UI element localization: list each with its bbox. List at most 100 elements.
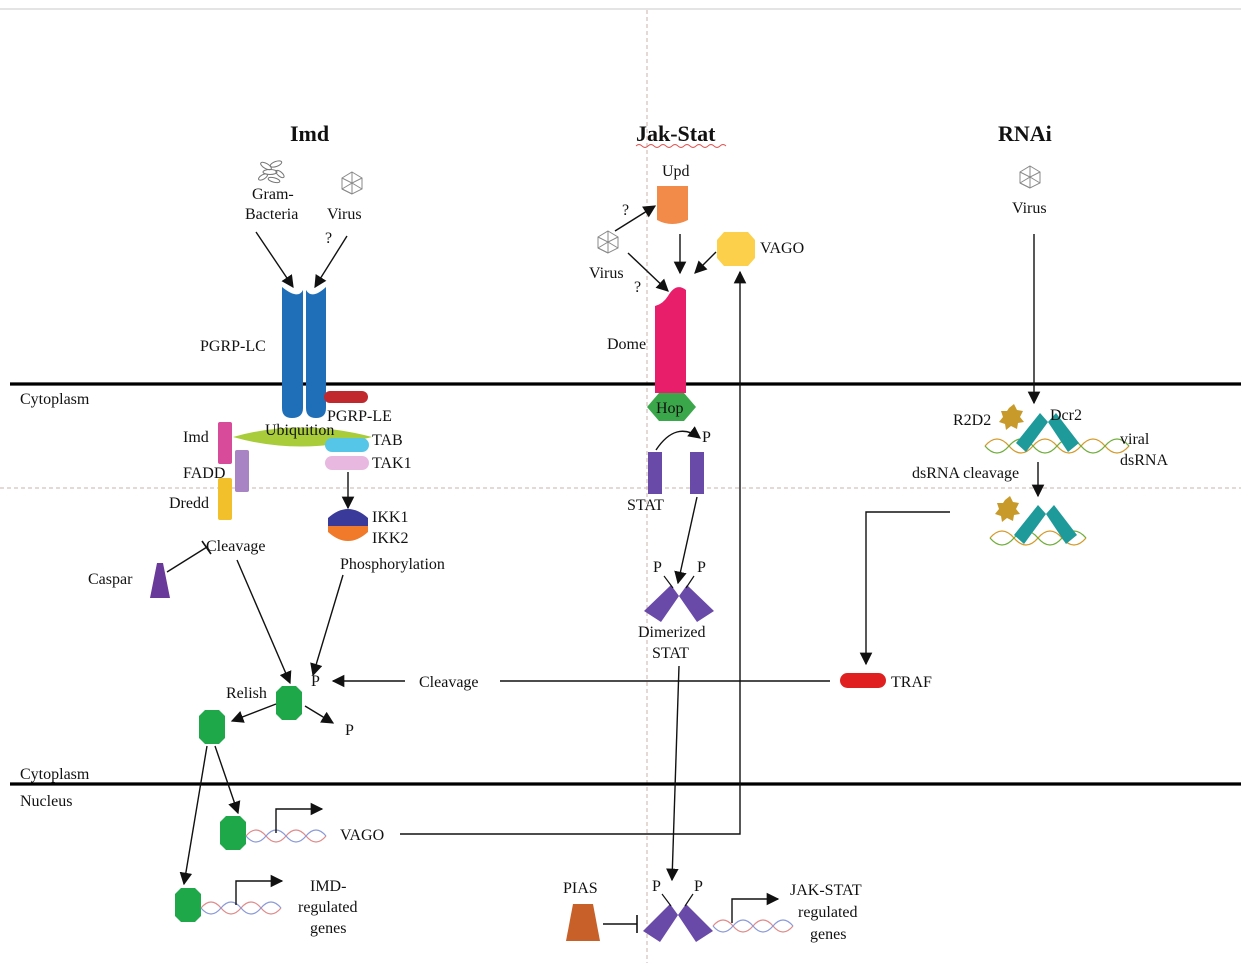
caspar-inhibition-bar — [201, 540, 212, 555]
imd-virus-question: ? — [325, 230, 332, 247]
dome-question: ? — [634, 279, 641, 296]
nuclear-p-label-2: P — [694, 878, 703, 895]
imd-regulated-label-3: genes — [310, 920, 346, 937]
imd-virus-label: Virus — [327, 206, 362, 223]
gram-bacteria-icon — [258, 160, 285, 184]
dimer-p-bond-2 — [685, 575, 695, 589]
vago-to-dome-arrow — [694, 251, 717, 274]
dimerized-stat-shape — [644, 585, 714, 622]
nuclear-stat-dimer-shape — [643, 904, 713, 942]
stat-shape-1 — [648, 452, 662, 494]
spellcheck-underline — [635, 144, 727, 148]
dsrna-strand-2 — [984, 438, 1130, 454]
traf-shape — [840, 673, 886, 688]
ikk2-label: IKK2 — [372, 530, 408, 547]
upd-label: Upd — [662, 163, 690, 180]
gram-label-2: Bacteria — [245, 206, 298, 223]
stat-shape-2 — [690, 452, 704, 494]
dome-label: Dome — [607, 336, 646, 353]
pgrp-le-shape — [324, 391, 368, 403]
dcr2-cleaved-right — [1046, 505, 1077, 544]
virus-to-pgrp-arrow — [314, 235, 348, 289]
caspar-label: Caspar — [88, 571, 133, 588]
hop-shape — [647, 393, 696, 421]
pgrp-lc-receptor — [282, 287, 326, 418]
dimerized-label-2: STAT — [652, 645, 689, 662]
fadd-shape — [235, 450, 249, 492]
cleavage-to-relish-arrow — [236, 559, 292, 685]
tab-label: TAB — [372, 432, 403, 449]
virus-to-dome-arrow — [627, 252, 669, 292]
dimer-p-label-1: P — [653, 559, 662, 576]
dimer-p-bond-1 — [663, 575, 674, 589]
imd-regulated-label-2: regulated — [298, 899, 358, 916]
jakstat-regulated-label-1: JAK-STAT — [790, 882, 862, 899]
ikk1-label: IKK1 — [372, 509, 408, 526]
ikk2-shape — [328, 526, 368, 541]
dcr2-shape-left — [1016, 413, 1048, 452]
dcr2-label: Dcr2 — [1050, 407, 1082, 424]
stat-phosphorylation-arrow — [655, 426, 702, 451]
ikk1-shape — [328, 509, 368, 526]
r2d2-shape — [999, 404, 1024, 430]
pias-shape — [566, 904, 600, 941]
jakstat-regulated-label-3: genes — [810, 926, 846, 943]
stat-to-dimer-arrow — [674, 496, 698, 585]
imd-adaptor-label: Imd — [183, 429, 209, 446]
jakstat-regulated-label-2: regulated — [798, 904, 858, 921]
dcr2-shape-right — [1048, 413, 1079, 452]
tak1-shape — [325, 456, 369, 470]
dredd-shape — [218, 478, 232, 520]
cytoplasm-bottom-label: Cytoplasm — [20, 766, 90, 783]
nuclear-p-label-1: P — [652, 878, 661, 895]
caspar-inhibition-line — [166, 546, 208, 573]
nucleus-label: Nucleus — [20, 793, 72, 810]
jakstat-transcription-arrow — [731, 892, 780, 923]
vago-to-jakstat-arrow — [400, 270, 747, 835]
dcr2-to-traf-arrow — [859, 511, 950, 666]
viral-dsrna-label-1: viral — [1120, 431, 1150, 448]
relish-to-vago-gene-arrow — [214, 745, 241, 815]
relish-vago-promoter-shape — [220, 816, 246, 850]
pias-label: PIAS — [563, 880, 598, 897]
relish-p-label: P — [311, 673, 320, 690]
upd-shape — [657, 186, 688, 224]
gram-label-1: Gram- — [252, 186, 294, 203]
nuclear-p-bond-1 — [661, 893, 672, 907]
imd-regulated-label-1: IMD- — [310, 878, 346, 895]
dimer-to-nucleus-arrow — [666, 665, 680, 882]
relish-shape — [276, 686, 302, 720]
fadd-label: FADD — [183, 465, 225, 482]
rnai-virus-icon — [1019, 165, 1041, 189]
dome-receptor-shape — [655, 287, 686, 393]
tab-shape — [325, 438, 369, 452]
r2d2-cleaved-shape — [995, 496, 1020, 522]
vago-gene-strand-2 — [245, 829, 327, 843]
stat-label: STAT — [627, 497, 664, 514]
imd-genes-transcription-arrow — [235, 874, 284, 905]
pgrp-le-label: PGRP-LE — [327, 408, 392, 425]
imd-virus-icon — [341, 171, 363, 195]
relish-cleaved-arrow — [230, 703, 277, 723]
dredd-label: Dredd — [169, 495, 209, 512]
phosphorylation-label: Phosphorylation — [340, 556, 445, 573]
stat-p-label: P — [702, 429, 711, 446]
r2d2-label: R2D2 — [953, 412, 991, 429]
imd-title: Imd — [290, 121, 329, 146]
dimerized-label-1: Dimerized — [638, 624, 706, 641]
rnai-virus-label: Virus — [1012, 200, 1047, 217]
relish-cleaved-shape — [199, 710, 225, 744]
upd-question: ? — [622, 202, 629, 219]
rnai-title: RNAi — [998, 121, 1052, 146]
viral-dsrna-label-2: dsRNA — [1120, 452, 1168, 469]
hop-label: Hop — [656, 400, 684, 417]
jakstat-virus-icon — [597, 230, 619, 254]
relish-label: Relish — [226, 685, 267, 702]
dcr2-cleaved-left — [1014, 505, 1046, 544]
traf-cleavage-label: Cleavage — [419, 674, 479, 691]
pgrp-lc-label: PGRP-LC — [200, 338, 266, 355]
jakstat-virus-label: Virus — [589, 265, 624, 282]
caspar-shape — [150, 563, 170, 598]
